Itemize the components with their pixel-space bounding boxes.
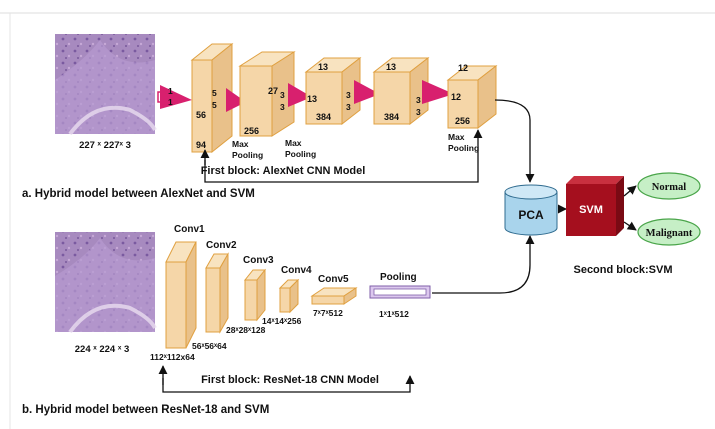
alexnet-conv-block-5 [446, 64, 498, 130]
resnet-layer-block-5 [310, 287, 358, 305]
alexnet-layer-4-depth: 384 [384, 112, 399, 122]
alexnet-layer-5-top: 12 [458, 63, 468, 73]
alexnet-layer-1-kernel: 5 [212, 88, 217, 98]
malignant-output-oval [637, 218, 701, 246]
pca-label: PCA [518, 208, 544, 222]
resnet-layer-block-1 [165, 241, 197, 349]
alexnet-layer-5-kernel: 3 [416, 95, 421, 105]
resnet-block-label: First block: ResNet-18 CNN Model [201, 374, 379, 386]
svm-to-normal-arrow [623, 185, 637, 197]
alexnet-bracket-arrow [204, 129, 483, 183]
alexnet-layer-3-height: 13 [307, 94, 317, 104]
resnet-layer-dims-4: 14ˣ14ˣ256 [262, 316, 302, 326]
alexnet-layer-4-kernel: 3 [346, 102, 351, 112]
malignant-output-label: Malignant [646, 228, 693, 239]
alexnet-pooling-label-1: Max [232, 139, 249, 149]
svm-block-label: Second block:SVM [573, 264, 672, 276]
alexnet-kernel-3 [354, 80, 380, 104]
alexnet-layer-3-depth: 384 [316, 112, 331, 122]
alexnet-layer-3-top: 13 [318, 62, 328, 72]
alexnet-layers: 11 5 5 56 94 27 256 3 3 13 13 384 3 3 13 384 3 3 12 12 256Ma… [157, 42, 498, 160]
alexnet-layer-4-top: 13 [386, 62, 396, 72]
resnet-layer-dims-5: 7ˣ7ˣ512 [313, 308, 343, 318]
alexnet-input-image [55, 34, 157, 136]
alexnet-to-pca-arrow [494, 99, 535, 183]
svm-label: SVM [579, 204, 603, 216]
resnet-layer-name-6: Pooling [380, 272, 417, 283]
alexnet-conv-block-4 [372, 56, 430, 126]
alexnet-layer-3-kernel: 3 [280, 102, 285, 112]
resnet-layer-name-1: Conv1 [174, 224, 205, 235]
normal-output-oval [637, 172, 701, 200]
alexnet-layer-1-depth: 94 [196, 140, 206, 150]
alexnet-layer-3-kernel: 3 [280, 90, 285, 100]
resnet-layer-dims-2: 56ˣ56ˣ64 [192, 341, 227, 351]
alexnet-kernel-2 [288, 83, 312, 107]
alexnet-kernel-label: 1 [168, 97, 173, 107]
resnet-layer-block-2 [205, 252, 229, 334]
resnet-layer-name-2: Conv2 [206, 240, 237, 251]
resnet-layer-block-3 [243, 268, 267, 322]
alexnet-block-label: First block: AlexNet CNN Model [201, 165, 366, 177]
resnet-input-dims: 224 ˣ 224 ˣ 3 [75, 344, 130, 355]
resnet-layer-dims-1: 112ˣ112x64 [150, 352, 195, 362]
resnet-layer-block-4 [278, 278, 300, 314]
alexnet-kernel-4 [422, 80, 454, 104]
resnet-layer-name-5: Conv5 [318, 274, 349, 285]
resnet-caption: b. Hybrid model between ResNet-18 and SV… [22, 404, 269, 416]
alexnet-layer-2-depth: 256 [244, 126, 259, 136]
alexnet-layer-2-size: 27 [268, 86, 278, 96]
resnet-to-pca-arrow [432, 235, 535, 294]
resnet-input-image [55, 232, 157, 334]
alexnet-conv-block-2 [238, 51, 296, 137]
alexnet-kernel-1 [226, 88, 246, 112]
alexnet-input-dims: 227 ˣ 227ˣ 3 [79, 140, 131, 151]
alexnet-pooling-label-1: Pooling [232, 150, 263, 160]
resnet-layer-name-3: Conv3 [243, 255, 274, 266]
svm-to-malignant-arrow [623, 221, 637, 231]
alexnet-layer-1-height: 56 [196, 110, 206, 120]
alexnet-layer-5-depth: 256 [455, 116, 470, 126]
svm-box [566, 176, 624, 236]
alexnet-layer-5-kernel: 3 [416, 107, 421, 117]
alexnet-pooling-label-2: Pooling [285, 149, 316, 159]
normal-output-label: Normal [652, 182, 686, 193]
alexnet-conv-block-3 [304, 56, 362, 126]
alexnet-layer-5-height: 12 [451, 92, 461, 102]
alexnet-kernel-0 [160, 85, 192, 109]
resnet-layer-dims-3: 28ˣ28ˣ128 [226, 325, 266, 335]
alexnet-pooling-label-3: Pooling [448, 143, 479, 153]
alexnet-pooling-label-2: Max [285, 138, 302, 148]
alexnet-pooling-label-3: Max [448, 132, 465, 142]
resnet-layer-dims-6: 1ˣ1ˣ512 [379, 309, 409, 319]
alexnet-kernel-label: 1 [168, 86, 173, 96]
resnet-pooling-inner [373, 288, 427, 296]
alexnet-caption: a. Hybrid model between AlexNet and SVM [22, 188, 255, 200]
pca-cylinder [504, 184, 558, 236]
alexnet-layer-4-kernel: 3 [346, 90, 351, 100]
resnet-layer-name-4: Conv4 [281, 265, 312, 276]
alexnet-layer-1-kernel: 5 [212, 100, 217, 110]
